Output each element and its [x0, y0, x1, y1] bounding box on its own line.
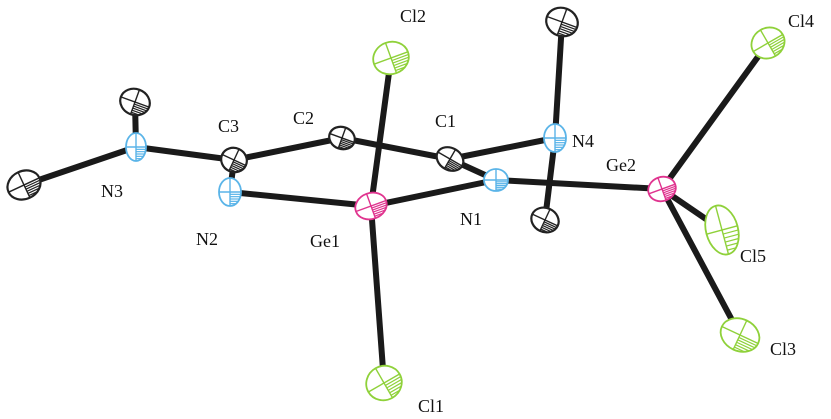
bond-c1-n4: [447, 135, 558, 162]
atom-label-n4: N4: [572, 131, 594, 151]
bond-c2-c1: [339, 135, 453, 162]
atom-label-n2: N2: [196, 229, 218, 249]
atom-label-c1: C1: [435, 111, 456, 131]
atom-label-cl1: Cl1: [418, 396, 444, 416]
atom-n1: [483, 168, 509, 192]
atom-cl2: [372, 40, 410, 76]
atom-me2: [6, 169, 42, 201]
bonds-layer: [21, 19, 771, 386]
atom-label-c2: C2: [293, 108, 314, 128]
bond-ge1-cl1: [368, 203, 387, 386]
atom-n2: [218, 177, 242, 207]
atom-label-cl2: Cl2: [400, 6, 426, 26]
atom-cl4: [750, 26, 786, 60]
bond-c3-c2: [231, 135, 345, 163]
atom-label-cl3: Cl3: [770, 339, 796, 359]
atom-cl5: [704, 204, 740, 256]
atom-ge1: [354, 191, 388, 221]
atom-n4: [543, 123, 567, 153]
atom-me3: [545, 6, 579, 38]
bond-n2-ge1: [227, 189, 374, 209]
atom-c3: [220, 146, 248, 174]
bond-ge2-cl3: [659, 186, 743, 338]
atom-me1: [119, 87, 151, 117]
atom-cl1: [365, 364, 403, 402]
atom-cl3: [719, 317, 761, 353]
atom-c1: [435, 146, 465, 172]
atom-c2: [328, 125, 356, 151]
atom-me4: [530, 206, 560, 234]
atom-label-n3: N3: [101, 181, 123, 201]
bond-n1-ge2: [493, 177, 665, 192]
bond-ge1-cl2: [368, 55, 394, 209]
atom-label-ge2: Ge2: [606, 155, 636, 175]
bond-n4-me3: [552, 19, 565, 141]
atoms-layer: [6, 6, 786, 402]
atom-label-c3: C3: [218, 116, 239, 136]
atom-label-cl5: Cl5: [740, 246, 766, 266]
bond-n3-c3: [133, 144, 237, 163]
atom-n3: [125, 132, 147, 162]
bond-n3-me2: [21, 144, 139, 188]
atom-label-cl4: Cl4: [788, 11, 814, 31]
atom-label-n1: N1: [460, 209, 482, 229]
bond-ge1-n1: [368, 177, 499, 209]
atom-label-ge1: Ge1: [310, 231, 340, 251]
bond-ge2-cl4: [659, 40, 771, 192]
atom-ge2: [647, 175, 677, 203]
